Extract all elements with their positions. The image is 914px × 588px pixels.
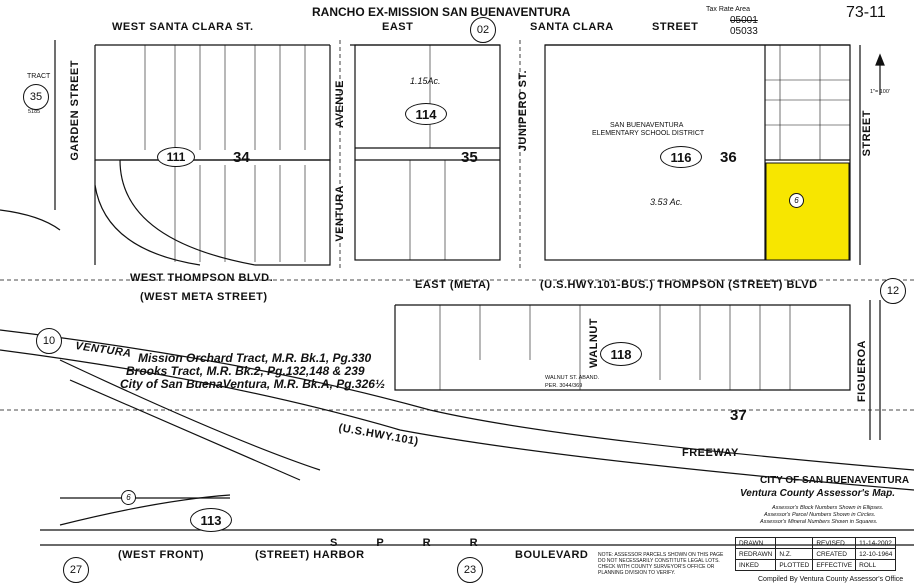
parcel-6-lower: 6 [121, 490, 136, 505]
tract-line-3: City of San BuenaVentura, M.R. Bk.A, Pg.… [120, 377, 385, 391]
legend-city: CITY OF SAN BUENAVENTURA [760, 475, 910, 486]
street-west-thompson: WEST THOMPSON BLVD. [130, 272, 274, 284]
redrawn-label: REDRAWN [734, 548, 777, 560]
block-116: 116 [660, 146, 702, 168]
block-114: 114 [405, 103, 447, 125]
book-page-number: 73-11 [846, 4, 886, 21]
street-figueroa: FIGUEROA [856, 340, 868, 403]
effective-label: EFFECTIVE [812, 559, 857, 571]
tract-label: TRACT [27, 73, 51, 80]
inked-label: INKED [734, 559, 777, 571]
highlighted-parcel [765, 162, 850, 261]
street-east-santa-clara-1: EAST [382, 21, 414, 33]
adjoining-map-23: 23 [457, 557, 483, 583]
legal-notice: NOTE: ASSESSOR PARCELS SHOWN ON THIS PAG… [598, 552, 724, 576]
railroad-label: S P R R [330, 537, 496, 549]
tax-rate-area-2: 05033 [730, 26, 758, 37]
parcel-acreage-1: 3.53 Ac. [650, 197, 683, 207]
street-ventura-ave: VENTURA [334, 185, 346, 242]
street-west-santa-clara: WEST SANTA CLARA ST. [112, 21, 254, 33]
map-title: RANCHO EX-MISSION SAN BUENAVENTURA [312, 5, 571, 19]
street-garden: GARDEN STREET [69, 60, 81, 161]
parcel-6-highlighted: 6 [789, 193, 804, 208]
section-34: 34 [233, 149, 250, 166]
street-east-santa-clara-3: STREET [652, 21, 699, 33]
street-west-front: (WEST FRONT) [118, 549, 205, 561]
drawn-label: DRAWN [734, 537, 777, 549]
section-35: 35 [461, 149, 478, 166]
section-36: 36 [720, 149, 737, 166]
plotted-label: PLOTTED [775, 559, 814, 571]
street-avenue: AVENUE [334, 80, 346, 129]
street-freeway: FREEWAY [682, 447, 739, 459]
block-118: 118 [600, 342, 642, 366]
drafter-initials: N.Z. [775, 548, 814, 560]
adjoining-map-02: 02 [470, 17, 496, 43]
street-harbor: (STREET) HARBOR [255, 549, 365, 561]
created-label: CREATED [812, 548, 857, 560]
compiled-by: Compiled By Ventura County Assessor's Of… [758, 576, 904, 583]
revised-label: REVISED [812, 537, 857, 549]
tract-number-circle: 35 [23, 84, 49, 110]
walnut-abandoned-2: PER. 3044/369 [545, 383, 583, 389]
tax-rate-area-label: Tax Rate Area [706, 6, 750, 13]
adjoining-map-10: 10 [36, 328, 62, 354]
street-boulevard: BOULEVARD [515, 549, 589, 561]
legend-note-3: Assessor's Mineral Numbers Shown in Squa… [760, 519, 878, 525]
street-west-meta: (WEST META STREET) [140, 291, 268, 303]
legend-county: Ventura County Assessor's Map. [740, 488, 896, 499]
scale: 1"= 100' [870, 89, 890, 95]
street-junipero: JUNIPERO ST. [517, 70, 529, 152]
block-111: 111 [157, 147, 195, 167]
created-date: 12-10-1964 [855, 548, 897, 560]
street-east-meta: EAST (META) [415, 279, 491, 291]
school-label-1: SAN BUENAVENTURA [610, 122, 684, 129]
legend-note-2: Assessor's Parcel Numbers Shown in Circl… [764, 512, 876, 518]
parcel-acreage-2: 1.15Ac. [410, 76, 441, 86]
street-walnut: WALNUT [588, 318, 600, 369]
street-right: STREET [861, 110, 873, 157]
adjoining-map-27: 27 [63, 557, 89, 583]
roll-label: ROLL [855, 559, 897, 571]
tax-rate-area-1: 05001 [730, 15, 758, 26]
legend-note-1: Assessor's Block Numbers Shown in Ellips… [772, 505, 884, 511]
tract-sub: 5185 [28, 109, 41, 115]
section-37: 37 [730, 407, 747, 424]
street-east-santa-clara-2: SANTA CLARA [530, 21, 614, 33]
tract-line-1: Mission Orchard Tract, M.R. Bk.1, Pg.330 [138, 351, 372, 365]
revised-date: 11-14-2002 [855, 537, 897, 549]
walnut-abandoned-1: WALNUT ST. ABAND. [545, 375, 600, 381]
school-label-2: ELEMENTARY SCHOOL DISTRICT [592, 130, 705, 137]
block-113: 113 [190, 508, 232, 532]
street-us101-bus: (U.S.HWY.101-BUS.) THOMPSON (STREET) BLV… [540, 279, 818, 291]
tract-line-2: Brooks Tract, M.R. Bk.2, Pg.132,148 & 23… [126, 364, 365, 378]
adjoining-map-12: 12 [880, 278, 906, 304]
